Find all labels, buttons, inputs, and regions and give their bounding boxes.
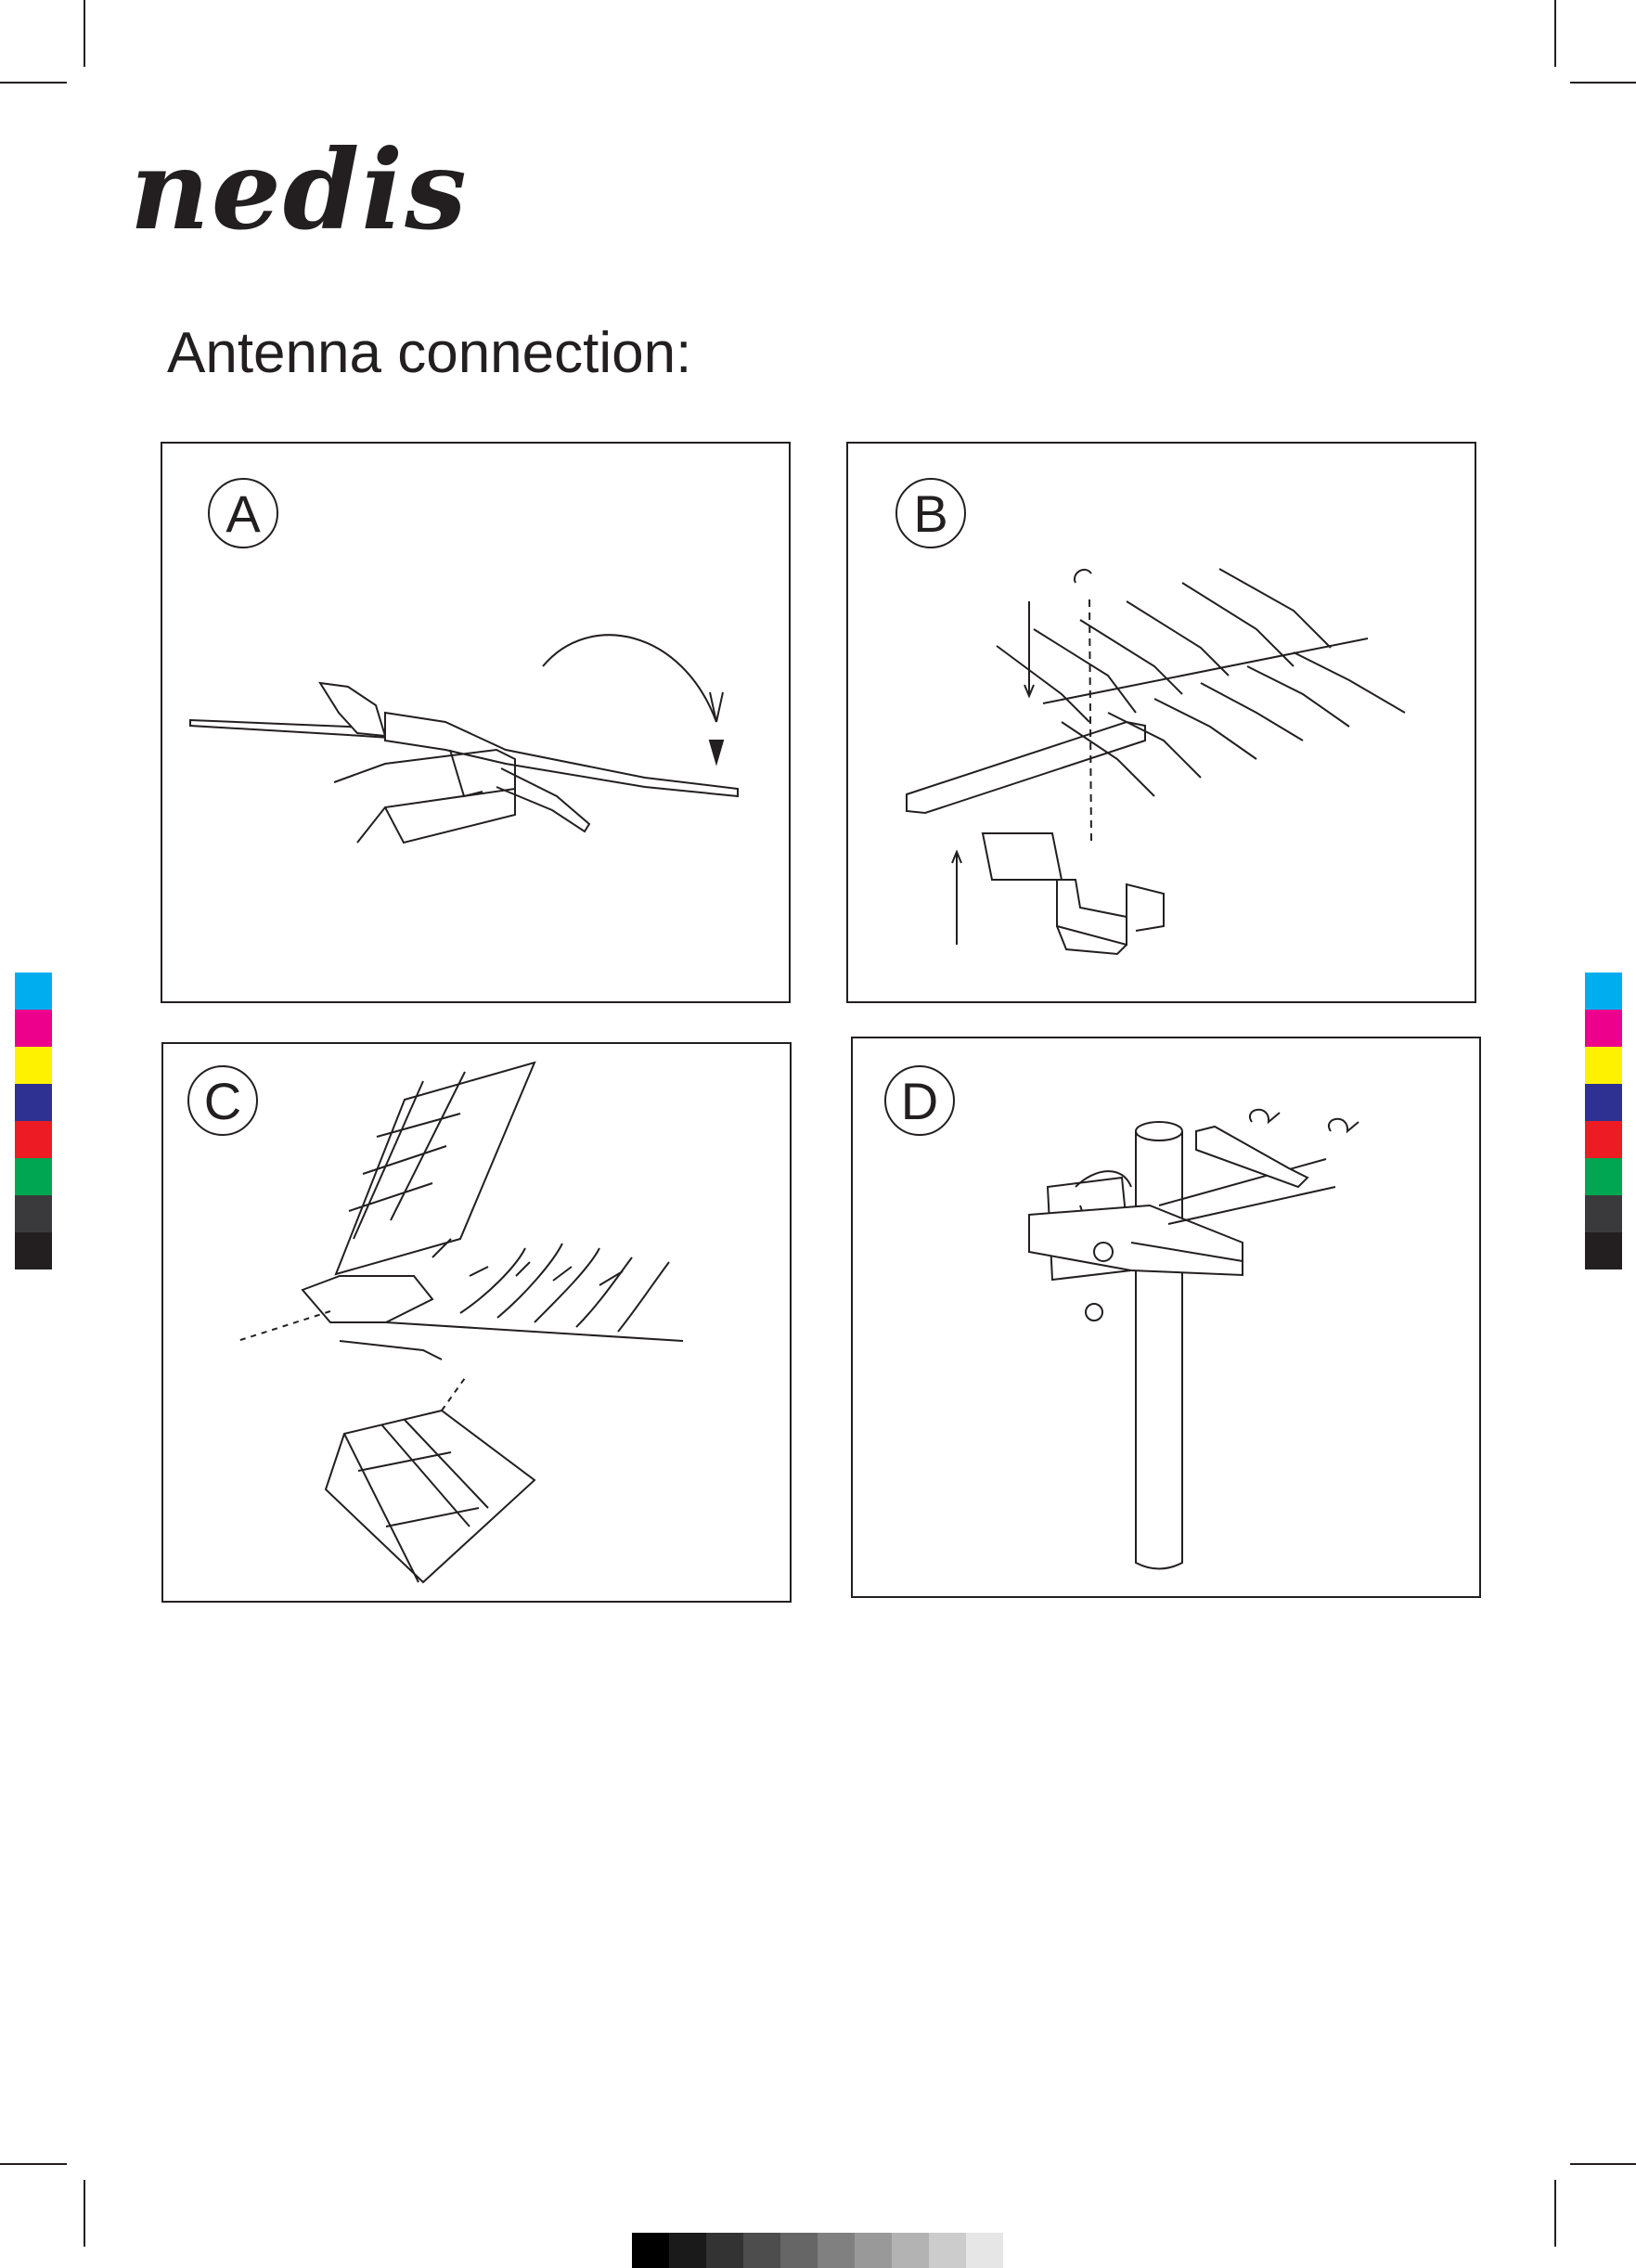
panel-label-d: D [884,1065,955,1136]
color-swatch [15,973,52,1010]
gray-scale-cell [632,2233,669,2268]
gray-scale-cell [966,2233,1003,2268]
gray-scale-cell [706,2233,743,2268]
panel-c: C [161,1042,792,1603]
gray-scale-bar [632,2233,1003,2268]
color-swatch [1585,1084,1622,1121]
color-bar-left [15,973,52,1269]
gray-scale-cell [892,2233,929,2268]
color-swatch [1585,973,1622,1010]
color-swatch [15,1047,52,1084]
gray-scale-cell [818,2233,855,2268]
gray-scale-cell [929,2233,966,2268]
crop-mark [0,82,67,84]
color-swatch [1585,1047,1622,1084]
color-swatch [1585,1010,1622,1047]
page-title: Antenna connection: [167,320,691,386]
crop-mark [1570,2163,1636,2165]
illustration-d-mast-clamp [853,1038,1483,1600]
gray-scale-cell [669,2233,706,2268]
color-swatch [15,1084,52,1121]
crop-mark [1554,2180,1556,2247]
panel-label-c: C [187,1065,258,1136]
illustration-c-element-assembly [163,1044,793,1604]
gray-scale-cell [743,2233,780,2268]
color-swatch [15,1121,52,1158]
brand-logo-text: nedis [130,130,538,251]
panel-label-a: A [208,478,278,548]
color-swatch [15,1010,52,1047]
panel-d: D [851,1037,1481,1598]
panel-b: B [846,442,1476,1003]
color-swatch [15,1195,52,1232]
color-swatch [1585,1121,1622,1158]
gray-scale-cell [780,2233,818,2268]
gray-scale-cell [855,2233,892,2268]
color-swatch [1585,1232,1622,1269]
color-swatch [1585,1195,1622,1232]
color-swatch [15,1158,52,1195]
panel-a: A [161,442,791,1003]
crop-mark [0,2163,67,2165]
color-swatch [15,1232,52,1269]
crop-mark [1554,0,1556,67]
crop-mark [84,0,85,67]
crop-mark [1570,82,1636,84]
color-swatch [1585,1158,1622,1195]
crop-mark [84,2180,85,2247]
color-bar-right [1585,973,1622,1269]
panel-label-b: B [895,478,966,548]
brand-logo: nedis [130,130,538,251]
